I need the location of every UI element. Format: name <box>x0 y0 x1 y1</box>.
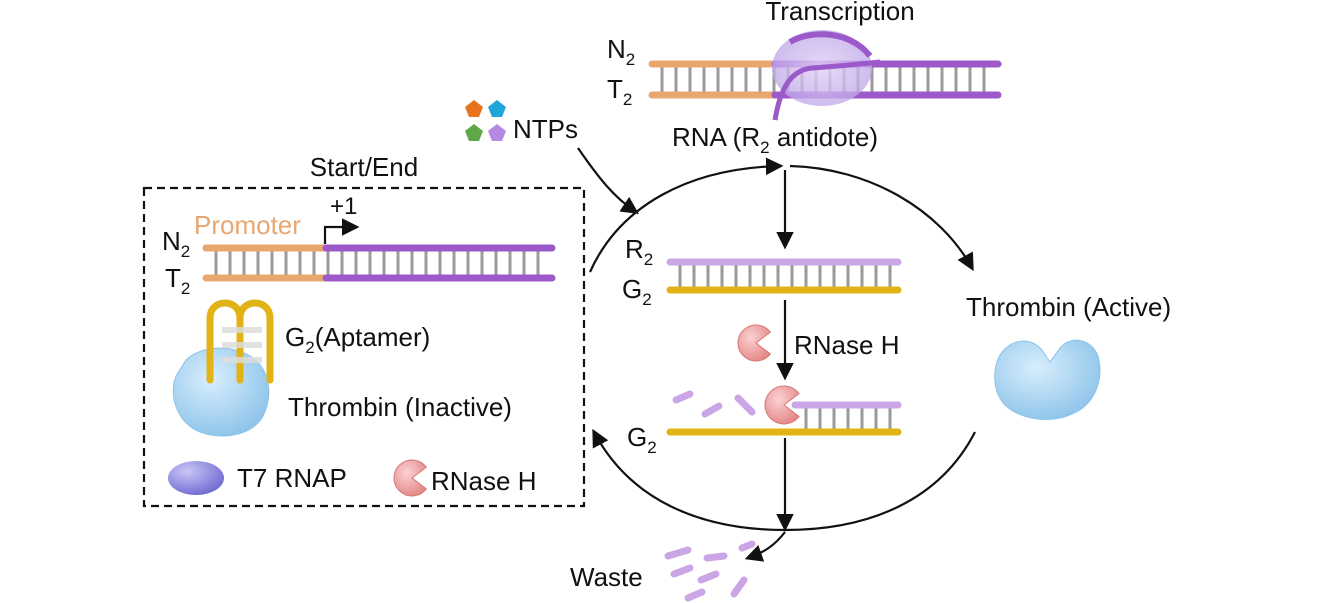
ntps-label: NTPs <box>513 114 578 144</box>
start-end-box: Start/End Promoter +1 N2 T2 G2(Aptamer) … <box>142 152 586 508</box>
rnase-step: RNase H <box>737 324 899 362</box>
arrow-to-waste <box>744 531 786 562</box>
cycle <box>588 157 976 562</box>
r2-label: R2 <box>625 234 653 269</box>
duplex-rungs-box <box>214 248 540 278</box>
rna-fragment <box>664 546 692 560</box>
rna-fragment <box>701 402 723 418</box>
rnase-h-cleaving-icon <box>764 385 800 425</box>
waste-fragments <box>664 540 756 602</box>
n2-label-top: N2 <box>607 34 635 69</box>
thrombin-inactive-label: Thrombin (Inactive) <box>288 392 512 422</box>
transcription-title: Transcription <box>765 0 914 26</box>
rna-fragment <box>703 552 728 562</box>
rnase-legend-label: RNase H <box>431 466 536 496</box>
ntp-purple-pentagon <box>488 124 506 141</box>
rnase-step-label: RNase H <box>794 330 899 360</box>
cleavage-stage: G2 <box>627 385 902 457</box>
hybrid-rungs <box>678 262 892 290</box>
rnase-h-legend-icon <box>393 459 428 497</box>
rna-fragments <box>672 390 756 418</box>
waste: Waste <box>570 540 756 602</box>
rna-fragment <box>684 588 706 602</box>
thrombin-active-group: Thrombin (Active) <box>966 292 1171 420</box>
cycle-arc-right-top <box>789 164 974 272</box>
dashed-box <box>142 186 586 508</box>
rnase-h-icon <box>737 324 772 362</box>
aptamer-icon <box>206 299 274 384</box>
n2-label-box: N2 <box>162 226 190 261</box>
promoter-label: Promoter <box>194 210 301 240</box>
bubble-strand <box>788 31 873 58</box>
rna-fragment <box>730 576 748 598</box>
rna-fragment <box>672 390 694 404</box>
cleavage-rungs <box>804 405 892 432</box>
g2-label-hybrid: G2 <box>622 274 652 309</box>
t2-label-top: T2 <box>607 74 632 109</box>
rna-fragment <box>670 564 694 578</box>
tss-arrow <box>323 218 360 244</box>
ntp-green-pentagon <box>465 124 483 141</box>
rna-fragment <box>697 570 720 584</box>
thrombin-active-icon <box>994 339 1101 420</box>
r2-g2-hybrid: R2 G2 <box>622 234 902 309</box>
t7-rnap-label: T7 RNAP <box>237 463 347 493</box>
transcription-panel: Transcription N2 T2 <box>607 0 1002 121</box>
waste-label: Waste <box>570 562 643 592</box>
tss-label: +1 <box>330 193 357 220</box>
t7-rnap-icon <box>168 461 224 495</box>
ntps: NTPs <box>465 100 578 144</box>
cycle-arc-left-top <box>588 157 784 273</box>
rna-antidote-label: RNA (R2 antidote) <box>672 122 878 157</box>
aptamer-label: G2(Aptamer) <box>285 322 430 357</box>
thrombin-inactive-icon <box>172 347 270 437</box>
g2-label-cleavage: G2 <box>627 422 657 457</box>
t2-label-box: T2 <box>165 263 190 298</box>
thrombin-active-label: Thrombin (Active) <box>966 292 1171 322</box>
ntp-blue-pentagon <box>488 100 506 117</box>
ntps-arrow <box>577 147 639 214</box>
rna-fragment <box>738 540 756 552</box>
ntp-orange-pentagon <box>465 100 483 117</box>
rna-fragment <box>734 394 756 416</box>
nascent-rna <box>772 59 881 121</box>
start-end-title: Start/End <box>310 152 418 182</box>
